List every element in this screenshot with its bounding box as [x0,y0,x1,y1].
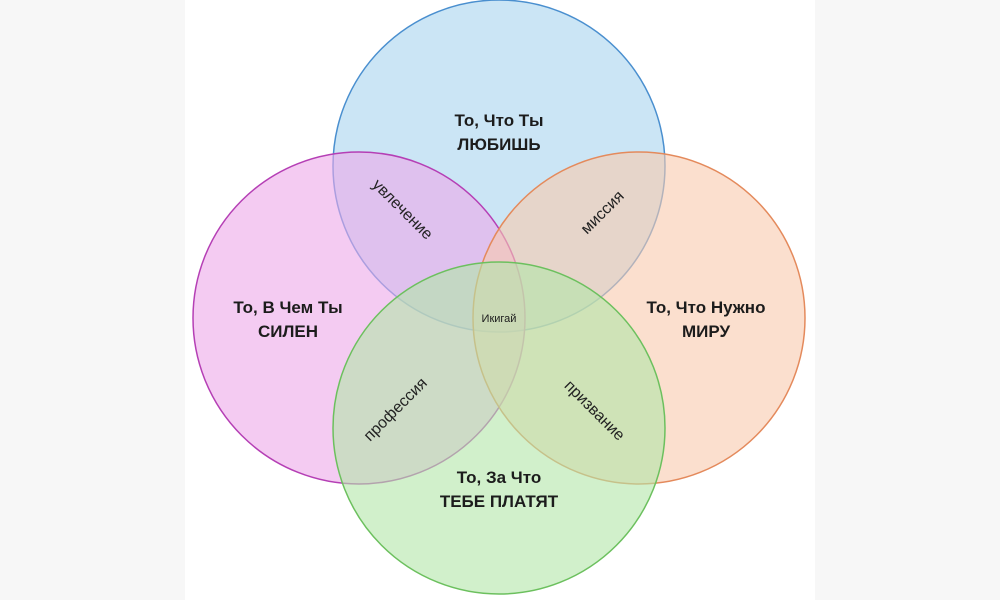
paid-for-label-line2: ТЕБЕ ПЛАТЯТ [440,492,559,511]
center-ikigai-label: Икигай [482,313,517,325]
good-at-label-line1: То, В Чем Ты [233,298,342,317]
love-label-line2: ЛЮБИШЬ [457,135,540,154]
world-needs-label-line2: МИРУ [682,322,730,341]
paid-for-label-line1: То, За Что [457,468,541,487]
world-needs-label-line1: То, Что Нужно [647,298,766,317]
circle-paid-for [332,261,666,595]
love-label-line1: То, Что Ты [455,111,544,130]
good-at-label-line2: СИЛЕН [258,322,318,341]
